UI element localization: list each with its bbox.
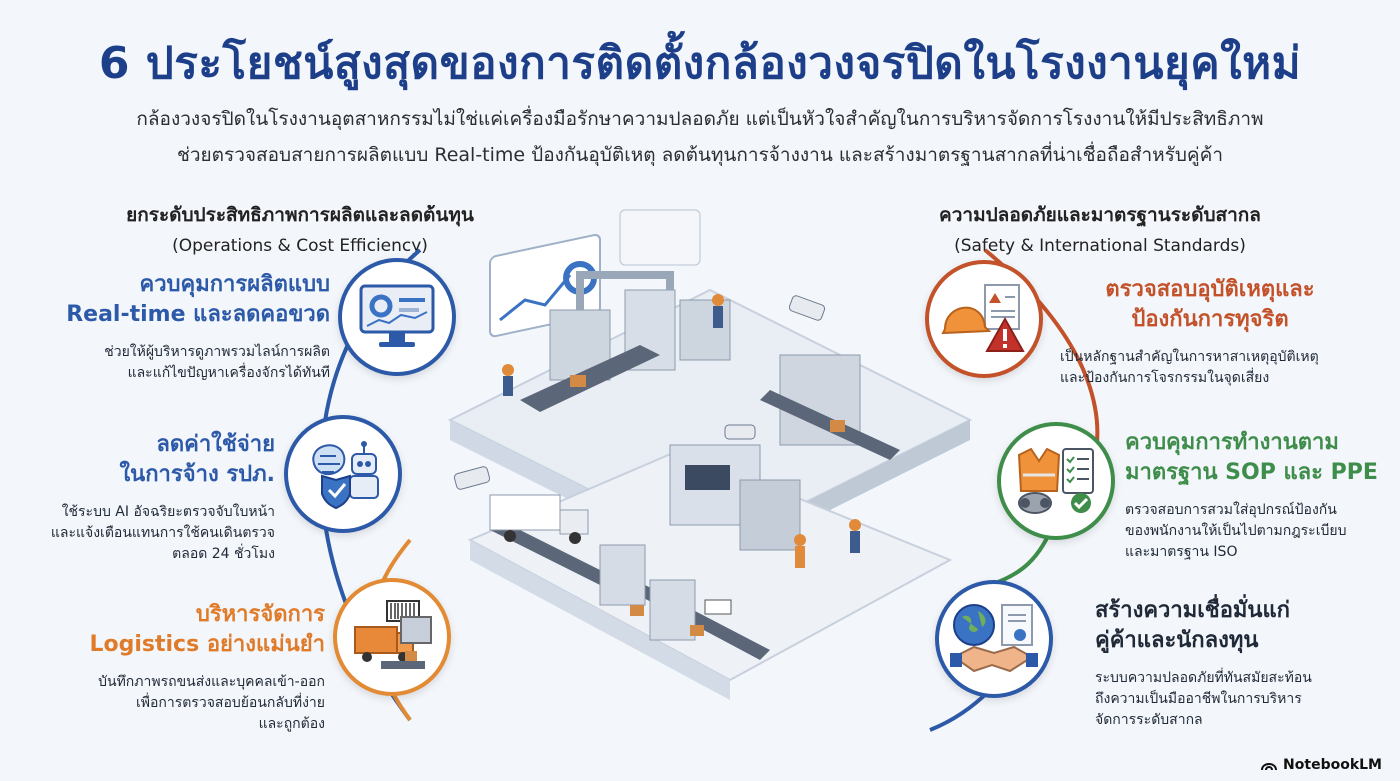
feature-accident-fraud: ตรวจสอบอุบัติเหตุและ ป้องกันการทุจริต เป… — [1060, 275, 1360, 389]
feature-title-line1: ควบคุมการทำงานตาม — [1125, 430, 1339, 455]
feature-realtime-production: ควบคุมการผลิตแบบ Real-time และลดคอขวด ช่… — [40, 270, 330, 384]
feature-title-line1: บริหารจัดการ — [195, 602, 325, 627]
hardhat-warning-icon — [925, 260, 1043, 378]
right-heading-th: ความปลอดภัยและมาตรฐานระดับสากล — [939, 204, 1261, 226]
notebooklm-brand: NotebookLM — [1261, 757, 1382, 773]
feature-desc-line3: และมาตรฐาน ISO — [1125, 544, 1238, 560]
delivery-truck-icon — [333, 578, 451, 696]
feature-desc-line1: เป็นหลักฐานสำคัญในการหาสาเหตุอุบัติเหตุ — [1060, 349, 1319, 365]
subtitle-line-1: กล้องวงจรปิดในโรงงานอุตสาหกรรมไม่ใช่แค่เ… — [136, 108, 1264, 130]
left-heading-en: (Operations & Cost Efficiency) — [172, 236, 428, 256]
feature-desc-line2: และแจ้งเตือนแทนการใช้คนเดินตรวจ — [50, 525, 275, 541]
right-heading-en: (Safety & International Standards) — [954, 236, 1246, 256]
feature-logistics: บริหารจัดการ Logistics อย่างแม่นยำ บันทึ… — [40, 600, 325, 735]
feature-desc-line2: และแก้ไขปัญหาเครื่องจักรได้ทันที — [127, 365, 330, 381]
feature-title-line1: สร้างความเชื่อมั่นแก่ — [1095, 598, 1290, 623]
feature-title-line2: คู่ค้าและนักลงทุน — [1095, 628, 1259, 653]
feature-desc-line1: ตรวจสอบการสวมใส่อุปกรณ์ป้องกัน — [1125, 502, 1337, 518]
notebooklm-logo-icon — [1261, 763, 1278, 771]
feature-title-line2: มาตรฐาน SOP และ PPE — [1125, 460, 1378, 485]
feature-title-line2: ในการจ้าง รปภ. — [119, 462, 275, 487]
monitor-dashboard-icon — [338, 258, 456, 376]
feature-desc-line3: และถูกต้อง — [258, 716, 325, 732]
feature-investor-confidence: สร้างความเชื่อมั่นแก่ คู่ค้าและนักลงทุน … — [1095, 596, 1345, 731]
feature-title-line1: ตรวจสอบอุบัติเหตุและ — [1105, 277, 1315, 302]
feature-title-line2: Real-time และลดคอขวด — [66, 302, 330, 327]
factory-illustration — [447, 209, 973, 700]
page-title: 6 ประโยชน์สูงสุดของการติดตั้งกล้องวงจรปิ… — [98, 38, 1302, 89]
globe-handshake-certificate-icon — [935, 580, 1053, 698]
left-column-heading: ยกระดับประสิทธิภาพการผลิตและลดต้นทุน (Op… — [90, 200, 510, 256]
brand-label: NotebookLM — [1283, 757, 1382, 773]
feature-desc-line2: และป้องกันการโจรกรรมในจุดเสี่ยง — [1060, 370, 1270, 386]
feature-sop-ppe: ควบคุมการทำงานตาม มาตรฐาน SOP และ PPE ตร… — [1125, 428, 1380, 563]
feature-desc-line2: ของพนักงานให้เป็นไปตามกฎระเบียบ — [1125, 523, 1347, 539]
feature-title-line1: ควบคุมการผลิตแบบ — [139, 272, 330, 297]
feature-desc-line1: บันทึกภาพรถขนส่งและบุคคลเข้า-ออก — [98, 674, 325, 690]
feature-desc-line1: ใช้ระบบ AI อัจฉริยะตรวจจับใบหน้า — [61, 504, 275, 520]
feature-desc-line2: เพื่อการตรวจสอบย้อนกลับที่ง่าย — [135, 695, 325, 711]
feature-reduce-guard-cost: ลดค่าใช้จ่าย ในการจ้าง รปภ. ใช้ระบบ AI อ… — [20, 430, 275, 565]
feature-title-line1: ลดค่าใช้จ่าย — [156, 432, 275, 457]
safety-vest-checklist-icon — [997, 422, 1115, 540]
feature-title-line2: ป้องกันการทุจริต — [1131, 307, 1289, 332]
feature-desc-line1: ช่วยให้ผู้บริหารดูภาพรวมไลน์การผลิต — [104, 344, 330, 360]
feature-desc-line3: ตลอด 24 ชั่วโมง — [172, 546, 275, 562]
feature-desc-line2: ถึงความเป็นมืออาชีพในการบริหาร — [1095, 691, 1302, 707]
subtitle-line-2: ช่วยตรวจสอบสายการผลิตแบบ Real-time ป้องก… — [176, 144, 1224, 166]
feature-desc-line1: ระบบความปลอดภัยที่ทันสมัยสะท้อน — [1095, 670, 1312, 686]
right-column-heading: ความปลอดภัยและมาตรฐานระดับสากล (Safety &… — [890, 200, 1310, 256]
ai-robot-shield-icon — [284, 415, 402, 533]
feature-title-line2: Logistics อย่างแม่นยำ — [89, 632, 325, 657]
feature-desc-line3: จัดการระดับสากล — [1095, 712, 1203, 728]
left-heading-th: ยกระดับประสิทธิภาพการผลิตและลดต้นทุน — [126, 204, 474, 226]
